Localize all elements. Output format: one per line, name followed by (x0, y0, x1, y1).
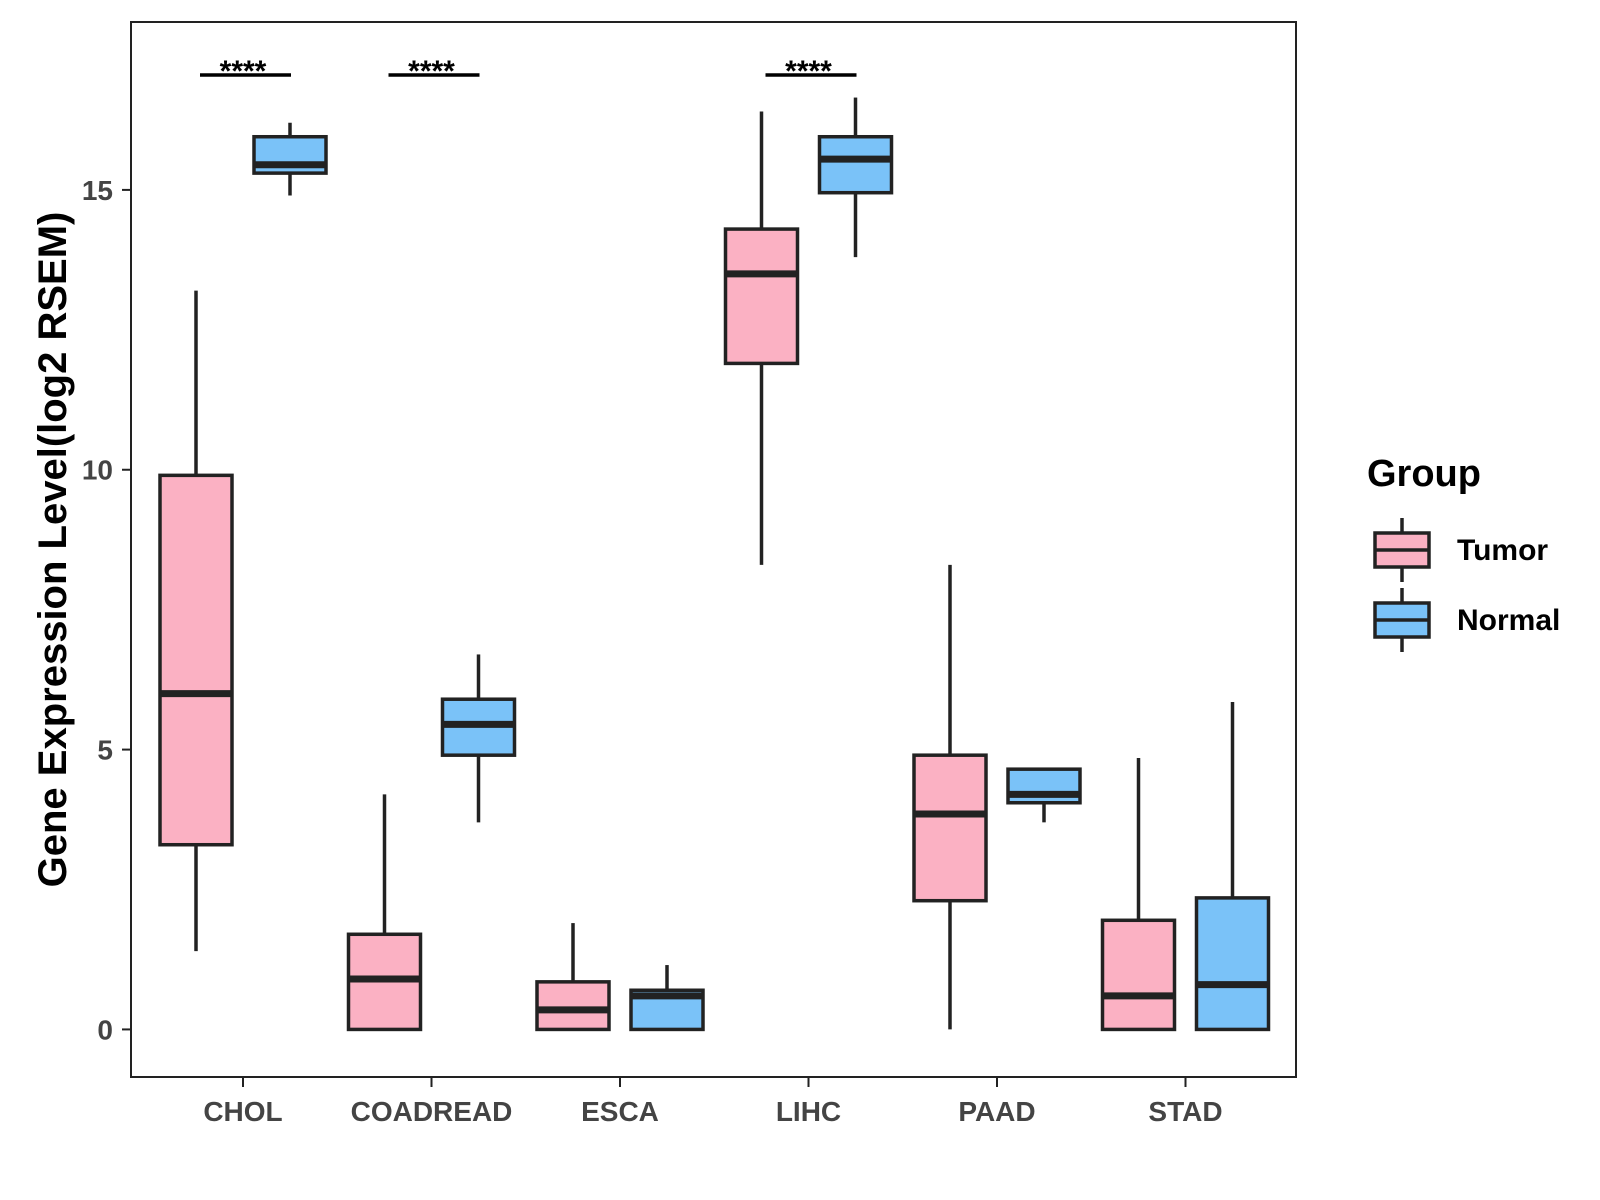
y-axis-title: Gene Expression Level(log2 RSEM) (31, 212, 75, 888)
box (912, 753, 988, 903)
x-tick-label: STAD (1148, 1096, 1222, 1127)
legend-key-normal (1373, 588, 1431, 652)
legend-key-tumor (1373, 518, 1431, 582)
legend-label-tumor: Tumor (1457, 534, 1548, 567)
y-tick-label: 5 (97, 735, 113, 766)
x-tick-label: ESCA (581, 1096, 659, 1127)
boxplot-tumor-esca (535, 923, 611, 1032)
boxplot-tumor-paad (912, 564, 988, 1030)
significance-label: **** (408, 55, 455, 88)
boxplot-normal-chol (252, 122, 328, 196)
y-tick-label: 15 (82, 175, 113, 206)
significance-label: **** (785, 55, 832, 88)
box (1194, 896, 1271, 1032)
boxplot-normal-paad (1006, 767, 1082, 823)
significance-coadread: **** (388, 55, 480, 88)
y-tick-label: 10 (82, 455, 113, 486)
box (535, 980, 611, 1032)
x-tick-label: CHOL (203, 1096, 282, 1127)
x-tick-label: LIHC (776, 1096, 841, 1127)
legend-title: Group (1367, 453, 1481, 495)
boxplot-normal-lihc (817, 97, 894, 258)
y-tick-label: 0 (97, 1014, 113, 1045)
boxplot-normal-stad (1194, 702, 1271, 1032)
box (817, 134, 894, 195)
x-tick-label: PAAD (958, 1096, 1035, 1127)
box (723, 227, 800, 366)
panel-border (130, 21, 1297, 1078)
significance-label: **** (220, 55, 267, 88)
boxplot-normal-coadread (440, 654, 517, 823)
boxplot-normal-esca (629, 965, 705, 1032)
x-axis: CHOL COADREAD ESCA LIHC PAAD STAD (203, 1077, 1223, 1127)
significance-chol: **** (200, 55, 291, 88)
legend-label-normal: Normal (1457, 604, 1560, 637)
boxplot-tumor-coadread (346, 794, 423, 1032)
y-axis: 0 5 10 15 (82, 175, 131, 1045)
box (1100, 918, 1177, 1032)
box (158, 473, 234, 847)
boxplot-tumor-stad (1100, 757, 1177, 1032)
x-tick-label: COADREAD (351, 1096, 513, 1127)
boxplot-tumor-lihc (723, 111, 800, 565)
boxplot-tumor-chol (158, 290, 234, 952)
plot-area: **** **** **** (130, 21, 1297, 1078)
significance-lihc: **** (765, 55, 857, 88)
